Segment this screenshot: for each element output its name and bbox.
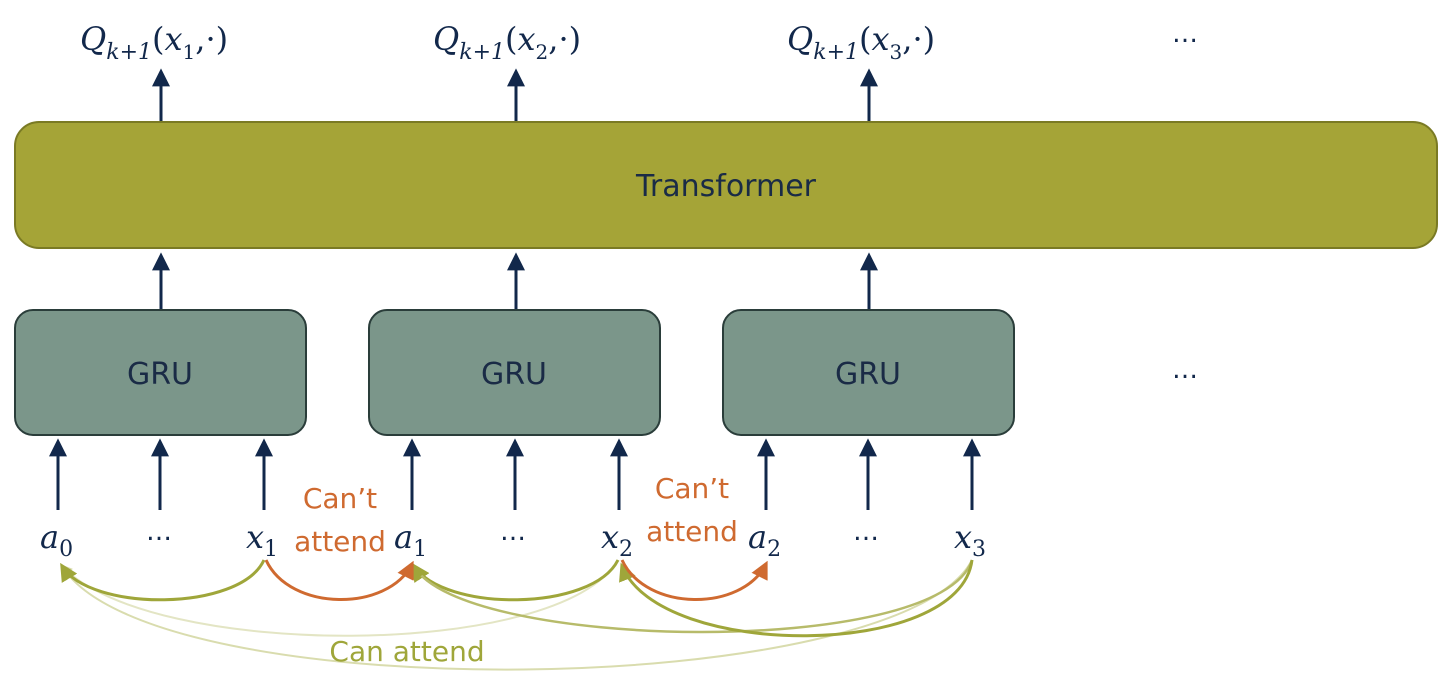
can-attend-arc-x3-x2 xyxy=(619,559,974,638)
gru-label-2: GRU xyxy=(481,357,547,392)
input-token-dots-1: … xyxy=(146,517,172,547)
gru-label-1: GRU xyxy=(127,357,193,392)
can-attend-arc-faint-x3-a0 xyxy=(60,559,973,671)
gru-label-3: GRU xyxy=(835,357,901,392)
cant-attend-label-2-line1: Can’t xyxy=(655,472,729,505)
input-token-dots-2: … xyxy=(500,517,526,547)
input-token-x1: x1 xyxy=(246,518,278,562)
input-arrows xyxy=(49,438,981,510)
can-attend-arc-faint-x2-a0 xyxy=(60,559,619,637)
output-label-1: Qk+1(x1,·) xyxy=(80,20,228,65)
transformer-label: Transformer xyxy=(635,169,817,204)
can-attend-label: Can attend xyxy=(329,635,484,668)
input-token-a2: a2 xyxy=(748,518,781,562)
can-attend-arc-x2-a1 xyxy=(412,559,620,602)
can-attend-arc-x1-a0 xyxy=(60,559,266,602)
output-label-3: Qk+1(x3,·) xyxy=(787,20,935,65)
output-label-2: Qk+1(x2,·) xyxy=(433,20,581,65)
cant-attend-label-2-line2: attend xyxy=(646,515,738,548)
input-token-a0: a0 xyxy=(40,518,73,562)
cant-attend-label-1-line2: attend xyxy=(294,525,386,558)
can-attend-arc-x3-a1 xyxy=(412,559,974,634)
cant-attend-label-1-line1: Can’t xyxy=(303,482,377,515)
output-ellipsis: … xyxy=(1172,19,1198,49)
gru-block-1 xyxy=(14,309,307,436)
gru-ellipsis: … xyxy=(1172,355,1198,385)
input-token-x2: x2 xyxy=(601,518,633,562)
transformer-block xyxy=(14,121,1438,249)
cant-attend-arc-x2-a2 xyxy=(620,559,768,601)
gru-block-3 xyxy=(722,309,1015,436)
input-token-x3: x3 xyxy=(954,518,986,562)
gru-block-2 xyxy=(368,309,661,436)
input-token-dots-3: … xyxy=(853,517,879,547)
input-token-a1: a1 xyxy=(394,518,427,562)
cant-attend-arc-x1-a1 xyxy=(264,559,414,601)
